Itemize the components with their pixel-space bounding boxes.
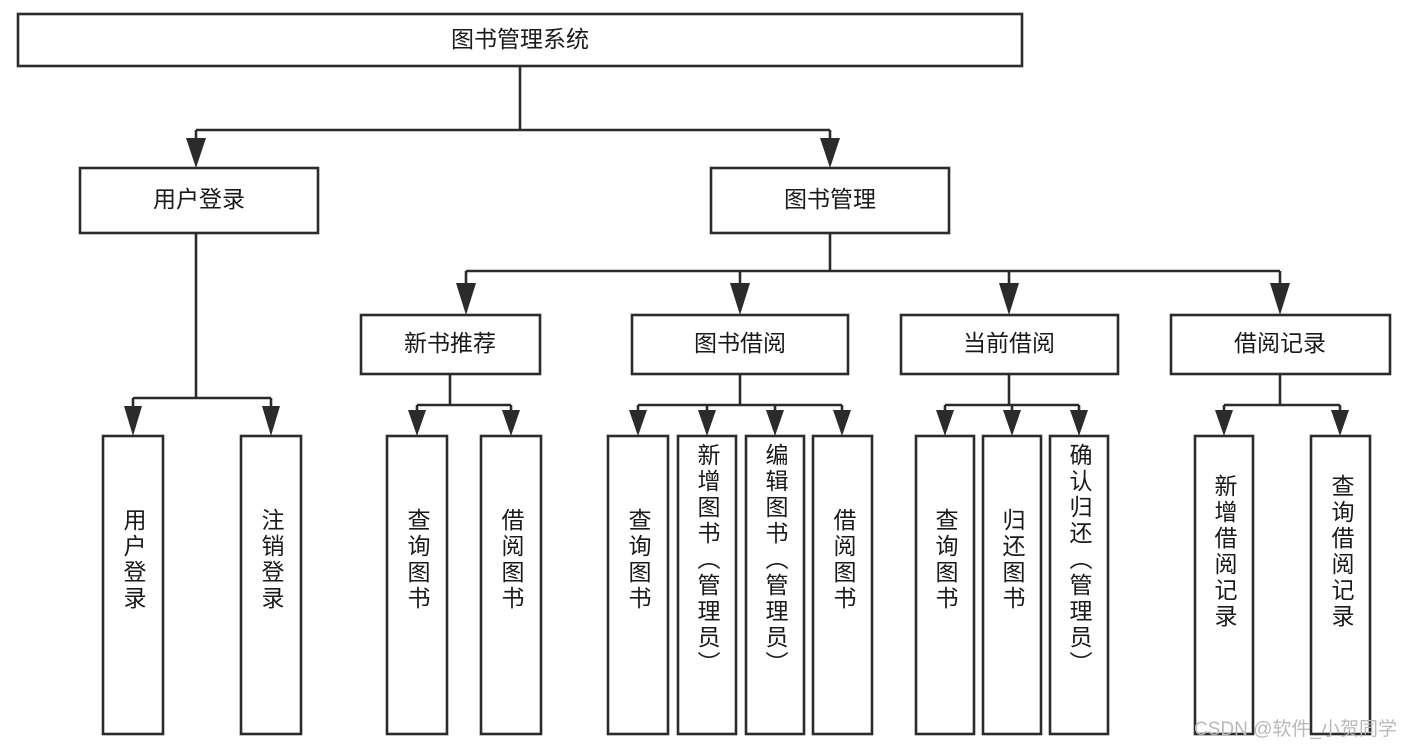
node-label-user-login: 用户登录 (153, 186, 245, 212)
arrow-head-icon (408, 410, 426, 436)
node-box-book-manage[interactable] (709, 166, 951, 235)
arrow-head-icon (124, 406, 142, 436)
arrow-head-icon (1215, 410, 1233, 436)
node-box-leaf-return-book[interactable] (981, 434, 1043, 736)
node-label-leaf-query-book-3: 查询图书 (932, 508, 958, 612)
node-label-root: 图书管理系统 (451, 26, 589, 52)
arrow-head-icon (1270, 283, 1290, 315)
node-book-borrow[interactable]: 图书借阅 (630, 313, 850, 376)
arrow-head-icon (1070, 410, 1088, 436)
arrow-head-icon (936, 410, 954, 436)
node-label-leaf-edit-book: 编辑图书（管理员） (762, 443, 788, 677)
node-label-leaf-borrow-book-2: 借阅图书 (830, 508, 856, 612)
node-box-leaf-query-book-3[interactable] (914, 434, 976, 736)
node-label-book-borrow: 图书借阅 (694, 330, 786, 356)
arrow-head-icon (1003, 410, 1021, 436)
node-new-book-recommend[interactable]: 新书推荐 (359, 313, 542, 376)
node-current-borrow[interactable]: 当前借阅 (899, 313, 1120, 376)
connector-bookborrow-to-leaves (629, 374, 851, 436)
connector-bookmanage-to-level3 (456, 233, 1290, 315)
node-box-leaf-edit-book[interactable] (744, 434, 806, 736)
node-label-new-book-recommend: 新书推荐 (404, 330, 496, 356)
arrow-head-icon (502, 410, 520, 436)
arrow-head-icon (766, 410, 784, 436)
node-box-borrow-record[interactable] (1169, 313, 1392, 376)
node-book-manage[interactable]: 图书管理 (709, 166, 951, 235)
node-root[interactable]: 图书管理系统 (16, 12, 1024, 68)
node-label-borrow-record: 借阅记录 (1234, 330, 1326, 356)
node-label-leaf-query-book-2: 查询图书 (625, 508, 651, 612)
node-box-leaf-borrow-book-2[interactable] (811, 434, 874, 736)
node-user-login[interactable]: 用户登录 (78, 166, 320, 235)
node-box-leaf-query-record[interactable] (1309, 434, 1372, 736)
arrow-head-icon (186, 138, 206, 168)
node-box-leaf-borrow-book-1[interactable] (479, 434, 543, 736)
arrow-head-icon (698, 410, 716, 436)
connector-borrowrecord-to-leaves (1215, 374, 1349, 436)
node-label-leaf-confirm-return: 确认归还（管理员） (1066, 443, 1092, 677)
node-label-current-borrow: 当前借阅 (963, 330, 1055, 356)
node-box-leaf-add-book[interactable] (676, 434, 738, 736)
node-box-leaf-logout[interactable] (239, 434, 303, 736)
node-label-leaf-add-book: 新增图书（管理员） (694, 443, 720, 677)
arrow-head-icon (833, 410, 851, 436)
node-label-leaf-query-book-1: 查询图书 (404, 508, 430, 612)
node-box-root[interactable] (16, 12, 1024, 68)
node-box-leaf-user-login[interactable] (101, 434, 165, 736)
connector-userlogin-to-leaves (124, 233, 280, 436)
watermark-text: CSDN @软件_小贺同学 (1194, 719, 1397, 740)
node-box-user-login[interactable] (78, 166, 320, 235)
arrow-head-icon (730, 283, 750, 315)
node-box-leaf-query-book-2[interactable] (606, 434, 670, 736)
connector-newbook-to-leaves (408, 374, 520, 436)
node-borrow-record[interactable]: 借阅记录 (1169, 313, 1392, 376)
node-label-leaf-query-record: 查询借阅记录 (1328, 474, 1354, 630)
node-label-leaf-borrow-book-1: 借阅图书 (498, 508, 524, 612)
connector-currentborrow-to-leaves (936, 374, 1088, 436)
arrow-head-icon (262, 406, 280, 436)
node-box-leaf-add-record[interactable] (1193, 434, 1255, 736)
node-box-leaf-query-book-1[interactable] (385, 434, 449, 736)
node-label-leaf-logout: 注销登录 (258, 508, 284, 612)
connector-root-to-level2 (186, 66, 840, 168)
arrow-head-icon (629, 410, 647, 436)
arrow-head-icon (999, 283, 1019, 315)
arrow-head-icon (456, 283, 476, 315)
node-label-book-manage: 图书管理 (784, 186, 876, 212)
node-label-leaf-return-book: 归还图书 (999, 508, 1025, 612)
node-label-leaf-add-record: 新增借阅记录 (1211, 474, 1237, 630)
node-box-current-borrow[interactable] (899, 313, 1120, 376)
arrow-head-icon (1331, 410, 1349, 436)
node-box-book-borrow[interactable] (630, 313, 850, 376)
node-label-leaf-user-login: 用户登录 (120, 508, 146, 612)
node-box-new-book-recommend[interactable] (359, 313, 542, 376)
arrow-head-icon (820, 138, 840, 168)
node-box-leaf-confirm-return[interactable] (1048, 434, 1110, 736)
